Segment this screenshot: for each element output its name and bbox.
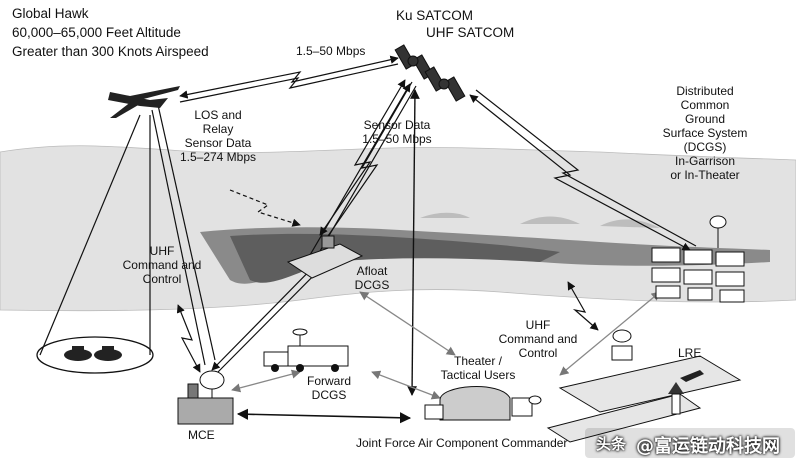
watermark-prefix: 头条 bbox=[596, 435, 627, 453]
gray-connectors bbox=[231, 291, 661, 400]
ship-icon bbox=[286, 235, 364, 279]
link-rate-top: 1.5–50 Mbps bbox=[296, 44, 366, 58]
uhf-cc-left-label: UHF Command and Control bbox=[122, 244, 202, 286]
link-aircraft-satcom bbox=[179, 55, 399, 99]
global-hawk-title: Global Hawk bbox=[12, 6, 89, 21]
global-hawk-altitude: 60,000–65,000 Feet Altitude bbox=[12, 25, 181, 40]
uhf-satellite-icon bbox=[424, 66, 466, 102]
dcgs-station-icon bbox=[651, 215, 745, 303]
jfacc-label: Joint Force Air Component Commander bbox=[356, 436, 568, 450]
jfacc-building-icon bbox=[424, 386, 542, 421]
link-satcom-dcgs bbox=[469, 94, 691, 251]
lre-label: LRE bbox=[678, 346, 702, 360]
global-hawk-aircraft-icon bbox=[108, 86, 180, 118]
uhf-satcom-label: UHF SATCOM bbox=[426, 25, 515, 40]
los-relay-label: LOS and Relay Sensor Data 1.5–274 Mbps bbox=[179, 108, 257, 164]
sensor-cone bbox=[39, 104, 216, 366]
forward-dcgs-label: Forward DCGS bbox=[306, 374, 351, 402]
uhf-cc-right-label: UHF Command and Control bbox=[498, 318, 578, 360]
tank-icon bbox=[64, 346, 122, 361]
afloat-dcgs-label: Afloat DCGS bbox=[354, 264, 390, 292]
lre-airfield-icon bbox=[546, 329, 742, 443]
sensor-data-label: Sensor Data 1.5–50 Mbps bbox=[362, 118, 432, 146]
ku-satcom-label: Ku SATCOM bbox=[396, 8, 474, 23]
watermark-backdrop bbox=[585, 428, 795, 458]
forward-dcgs-truck-icon bbox=[263, 328, 349, 372]
theater-users-label: Theater / Tactical Users bbox=[440, 354, 516, 382]
link-mce-jfacc bbox=[236, 408, 412, 424]
watermark-text: @富运链动科技网 bbox=[636, 436, 780, 457]
uhf-bolt-left bbox=[176, 304, 201, 373]
mce-station-icon bbox=[177, 370, 234, 425]
dcgs-label: Distributed Common Ground Surface System… bbox=[662, 84, 748, 182]
mce-label: MCE bbox=[188, 428, 215, 442]
global-hawk-airspeed: Greater than 300 Knots Airspeed bbox=[12, 44, 209, 59]
